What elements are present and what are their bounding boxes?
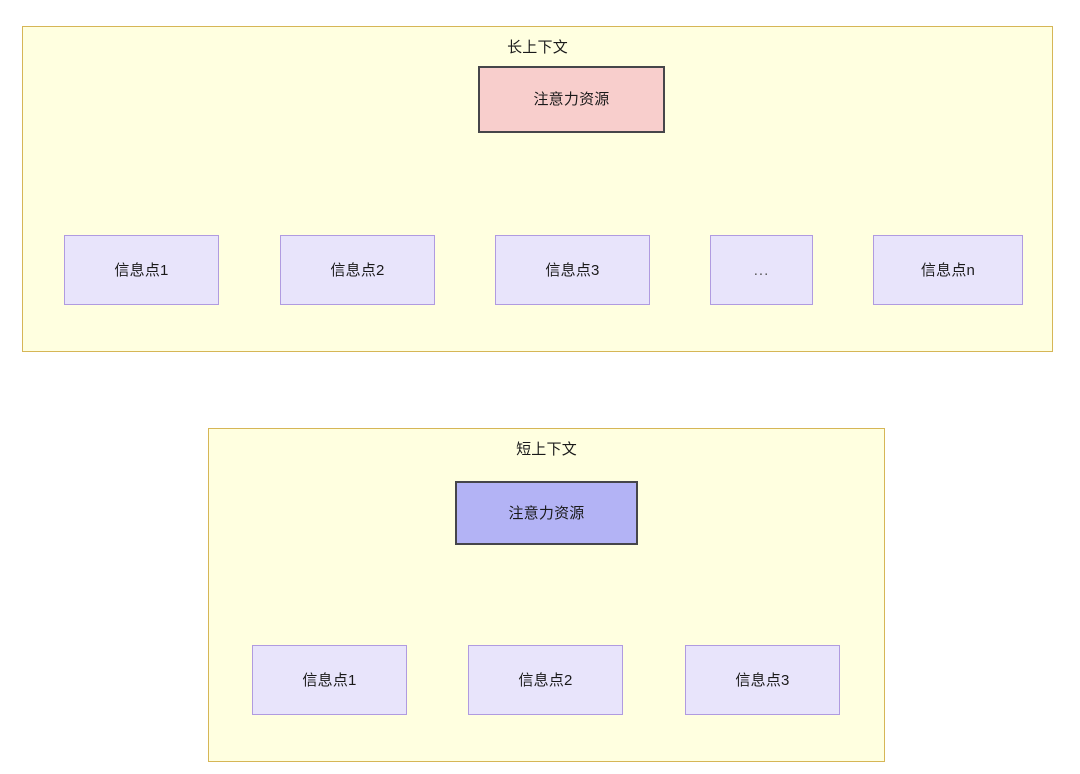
node-info-point-short-2[interactable]: 信息点2 (468, 645, 623, 715)
node-label: 信息点1 (302, 671, 357, 689)
node-info-point-long-1[interactable]: 信息点1 (64, 235, 219, 305)
node-attention-resource-long[interactable]: 注意力资源 (478, 66, 665, 133)
node-attention-resource-short[interactable]: 注意力资源 (455, 481, 638, 545)
long-context-title: 长上下文 (507, 39, 568, 56)
short-context-title: 短上下文 (516, 441, 577, 458)
node-label: 注意力资源 (533, 91, 610, 108)
node-info-point-short-3[interactable]: 信息点3 (685, 645, 840, 715)
node-label: 信息点n (920, 261, 976, 279)
node-info-point-long-ellipsis[interactable]: ... (710, 235, 813, 305)
node-info-point-short-1[interactable]: 信息点1 (252, 645, 407, 715)
node-info-point-long-3[interactable]: 信息点3 (495, 235, 650, 305)
node-label: 信息点2 (518, 671, 573, 689)
node-info-point-long-2[interactable]: 信息点2 (280, 235, 435, 305)
node-label: 注意力资源 (508, 504, 585, 522)
node-label: 信息点1 (114, 261, 169, 279)
node-label: ... (753, 261, 770, 279)
node-info-point-long-n[interactable]: 信息点n (873, 235, 1023, 305)
node-label: 信息点3 (545, 261, 600, 279)
node-label: 信息点2 (330, 261, 385, 279)
node-label: 信息点3 (735, 671, 790, 689)
